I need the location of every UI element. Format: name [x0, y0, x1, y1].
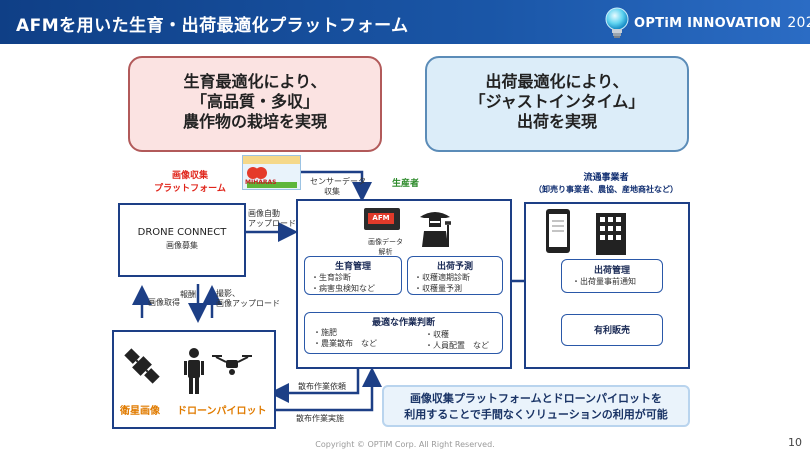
lightbulb-icon	[605, 7, 629, 38]
growth-mgmt-item: ・生育診断	[311, 273, 351, 282]
solution-banner: 画像収集プラットフォームとドローンパイロットを 利用することで手間なくソリューシ…	[382, 385, 690, 427]
sensor-label-line: 収集	[324, 187, 340, 196]
miharas-mark-icon	[247, 167, 297, 188]
favorable-sale-box: 有利販売	[561, 314, 663, 346]
shipment-forecast-item: ・収穫適期診断	[414, 273, 470, 282]
analysis-line: 解析	[378, 248, 393, 256]
shoot-upload-label: 撮影、 画像アップロード	[216, 289, 280, 309]
distributor-subtitle: （卸売り事業者、農協、産地商社など）	[534, 185, 678, 194]
growth-goal-box: 生育最適化により、 「高品質・多収」 農作物の栽培を実現	[128, 56, 382, 152]
drone-connect-box: DRONE CONNECT 画像募集	[118, 203, 246, 277]
growth-mgmt-box: 生育管理 ・生育診断 ・病害虫検知など	[304, 256, 402, 295]
reward-label: 報酬	[180, 290, 196, 299]
auto-upload-line: アップロード	[248, 219, 296, 228]
sensor-label-line: センサーデータ	[310, 177, 366, 186]
optimal-work-box: 最適な作業判断 ・施肥 ・農業散布 など ・収穫 ・人員配置 など	[304, 312, 503, 354]
shipment-mgmt-title: 出荷管理	[593, 266, 630, 276]
copyright-footer: Copyright © OPTiM Corp. All Right Reserv…	[315, 440, 495, 449]
growth-mgmt-title: 生育管理	[334, 262, 371, 272]
pilot-person-icon	[184, 348, 204, 394]
shipment-goal-line: 「ジャストインタイム」	[469, 92, 645, 111]
optimal-work-title: 最適な作業判断	[371, 318, 435, 328]
miharas-logo: MIHARAS	[242, 155, 301, 190]
pilot-box	[112, 330, 276, 429]
image-platform-line: 画像収集	[171, 171, 208, 181]
auto-upload-line: 画像自動	[248, 209, 280, 218]
smartphone-building-icon	[546, 209, 626, 255]
distributor-title: 流通事業者	[583, 173, 629, 183]
afm-badge-text: AFM	[368, 213, 394, 224]
optimal-work-item: ・人員配置 など	[425, 341, 489, 350]
farmer-icon	[420, 212, 451, 247]
brand-year: 2020	[787, 15, 810, 31]
satellite-icon	[124, 348, 160, 384]
analysis-line: 画像データ	[368, 238, 403, 246]
satellite-label: 衛星画像	[120, 406, 160, 417]
image-get-label: 画像取得	[148, 298, 180, 307]
optimal-work-item: ・農業散布 など	[313, 339, 377, 348]
image-analysis-label: 画像データ 解析	[368, 237, 403, 257]
shipment-forecast-item: ・収穫量予測	[414, 284, 462, 293]
producer-label: 生産者	[392, 179, 420, 189]
sensor-data-label: センサーデータ 収集	[310, 177, 366, 197]
growth-mgmt-item: ・病害虫検知など	[311, 284, 375, 293]
spray-request-label: 散布作業依頼	[298, 382, 346, 391]
brand-name: OPTiM INNOVATION	[634, 16, 782, 31]
optimal-work-item: ・施肥	[313, 328, 337, 337]
shipment-forecast-title: 出荷予測	[436, 262, 473, 272]
shipment-goal-line: 出荷最適化により、	[485, 72, 629, 91]
growth-goal-line: 生育最適化により、	[183, 72, 327, 91]
brand-logo: OPTiM INNOVATION 2020	[600, 6, 810, 40]
shipment-forecast-box: 出荷予測 ・収穫適期診断 ・収穫量予測	[407, 256, 503, 295]
afm-badge: AFM	[364, 208, 400, 230]
banner-line: 画像収集プラットフォームとドローンパイロットを	[409, 392, 663, 405]
shipment-goal-box: 出荷最適化により、 「ジャストインタイム」 出荷を実現	[425, 56, 689, 152]
image-platform-label: 画像収集 プラットフォーム	[150, 170, 230, 196]
shipment-mgmt-item: ・出荷量事前通知	[572, 277, 636, 286]
shoot-upload-line: 画像アップロード	[216, 299, 280, 308]
drone-connect-subtitle: 画像募集	[166, 241, 198, 250]
drone-connect-title: DRONE CONNECT	[137, 227, 227, 238]
drone-pilot-label: ドローンパイロット	[177, 406, 267, 417]
spray-execute-label: 散布作業実施	[296, 414, 344, 423]
header-bar: AFMを用いた生育・出荷最適化プラットフォーム OPTiM INNOVATION…	[0, 0, 810, 44]
banner-line: 利用することで手間なくソリューションの利用が可能	[404, 408, 668, 421]
growth-goal-line: 「高品質・多収」	[190, 92, 319, 111]
distributor-label: 流通事業者 （卸売り事業者、農協、産地商社など）	[525, 172, 687, 196]
growth-goal-line: 農作物の栽培を実現	[182, 112, 327, 131]
page-title: AFMを用いた生育・出荷最適化プラットフォーム	[16, 16, 409, 36]
shipment-mgmt-box: 出荷管理 ・出荷量事前通知	[561, 259, 663, 293]
auto-upload-label: 画像自動 アップロード	[248, 209, 296, 229]
image-platform-line: プラットフォーム	[154, 184, 226, 194]
optimal-work-item: ・収穫	[425, 330, 449, 339]
page-number: 10	[788, 436, 802, 449]
favorable-sale-title: 有利販売	[593, 326, 630, 336]
miharas-text: MIHARAS	[245, 179, 277, 186]
shoot-upload-line: 撮影、	[216, 289, 240, 298]
shipment-goal-line: 出荷を実現	[516, 112, 597, 131]
drone-icon	[212, 355, 252, 375]
